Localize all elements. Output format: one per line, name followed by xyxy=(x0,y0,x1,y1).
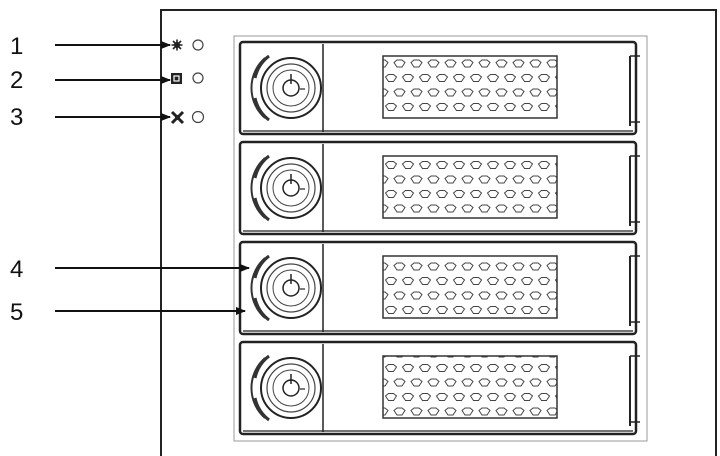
latch-grip-upper xyxy=(253,54,270,79)
latch-grip-lower xyxy=(253,397,270,422)
drive-bay-4[interactable] xyxy=(238,340,640,436)
drive-bay-2[interactable] xyxy=(238,140,640,236)
hdd-led xyxy=(192,72,204,84)
key-lock-icon[interactable] xyxy=(260,257,322,319)
honeycomb-vent xyxy=(382,255,558,319)
callout-number-4: 4 xyxy=(10,256,23,283)
tray-rail xyxy=(629,55,640,126)
latch-grip-lower xyxy=(253,197,270,222)
drive-bay-1[interactable] xyxy=(238,40,640,136)
callout-number-5: 5 xyxy=(10,299,23,326)
fan-icon xyxy=(170,110,185,125)
honeycomb-vent xyxy=(382,355,558,419)
callout-arrows xyxy=(55,41,250,315)
latch-grip-upper xyxy=(253,254,270,279)
drive-bay-3[interactable] xyxy=(238,240,640,336)
latch-grip-lower xyxy=(253,297,270,322)
tray-rail xyxy=(629,155,640,226)
bay-cage xyxy=(233,35,648,442)
power-icon xyxy=(171,39,183,51)
power-led xyxy=(192,39,204,51)
callout-number-3: 3 xyxy=(10,104,23,131)
key-lock-icon[interactable] xyxy=(260,157,322,219)
honeycomb-vent xyxy=(382,55,558,119)
tray-rail xyxy=(629,355,640,426)
key-lock-icon[interactable] xyxy=(260,57,322,119)
drive-bays xyxy=(238,40,640,436)
key-lock-icon[interactable] xyxy=(260,357,322,419)
fan-led xyxy=(191,110,205,124)
tray-rail xyxy=(629,255,640,326)
status-panel xyxy=(170,39,205,125)
latch-grip-upper xyxy=(253,154,270,179)
enclosure-frame xyxy=(160,9,717,456)
callout-number-2: 2 xyxy=(10,67,23,94)
honeycomb-vent xyxy=(382,155,558,219)
latch-grip-lower xyxy=(253,97,270,122)
latch-grip-upper xyxy=(253,354,270,379)
callout-number-1: 1 xyxy=(10,33,23,60)
hdd-icon xyxy=(171,73,182,84)
